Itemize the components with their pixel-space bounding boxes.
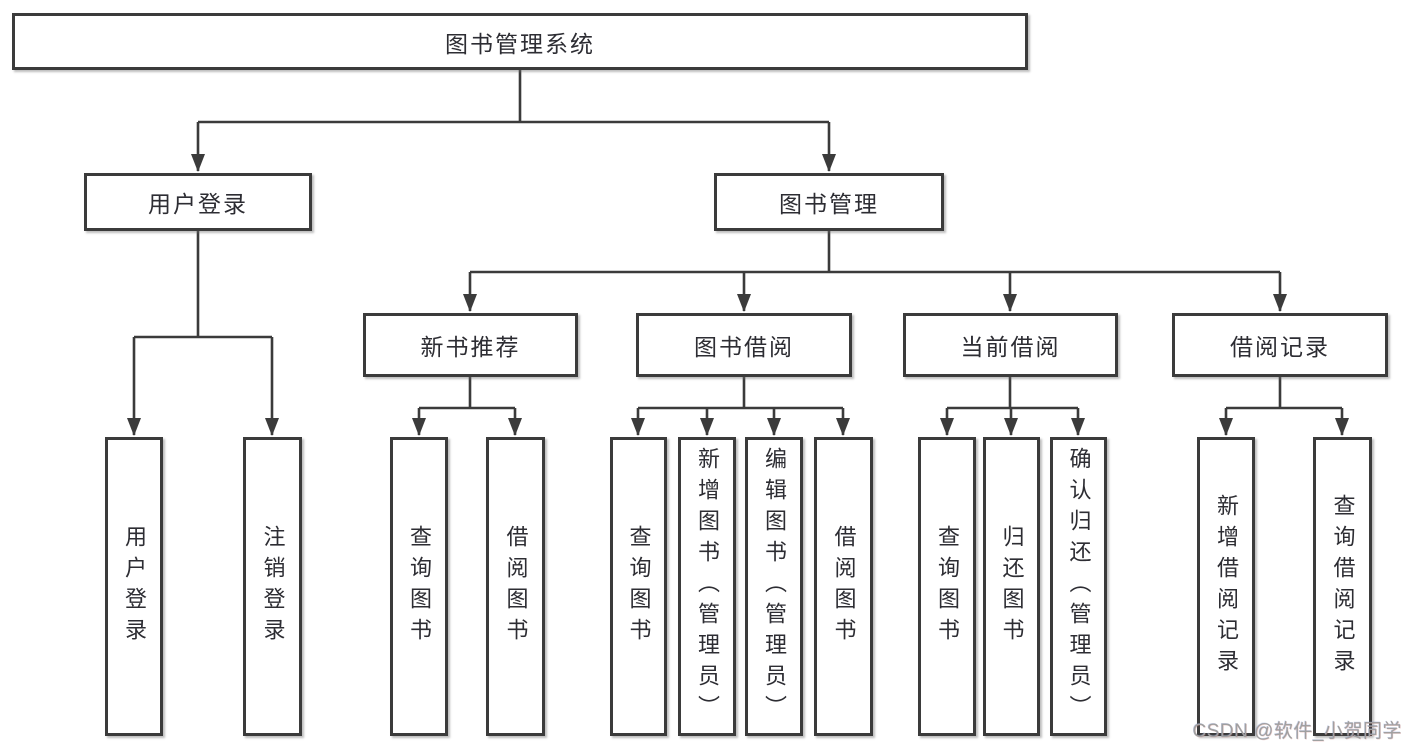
leaf-user-login-label: 用户登录: [122, 524, 147, 649]
leaf-recommend-borrow-books: 借阅图书: [486, 437, 545, 736]
leaf-edit-books-admin: 编辑图书（管理员）: [745, 437, 803, 736]
leaf-borrow-query-books-label: 查询图书: [626, 524, 652, 649]
leaf-current-query-books-label: 查询图书: [935, 524, 960, 649]
node-current-borrow: 当前借阅: [903, 313, 1118, 377]
node-book-management: 图书管理: [714, 173, 944, 231]
leaf-add-books-admin-label: 新增图书（管理员）: [695, 447, 720, 726]
leaf-query-borrow-record: 查询借阅记录: [1313, 437, 1372, 736]
leaf-query-borrow-record-label: 查询借阅记录: [1330, 493, 1356, 680]
csdn-watermark: CSDN @软件_小贺同学: [1192, 721, 1402, 742]
leaf-edit-books-admin-label: 编辑图书（管理员）: [762, 447, 787, 726]
node-new-book-recommend: 新书推荐: [363, 313, 578, 377]
leaf-add-books-admin: 新增图书（管理员）: [678, 437, 736, 736]
leaf-return-books: 归还图书: [983, 437, 1040, 736]
leaf-borrow-query-books: 查询图书: [610, 437, 667, 736]
leaf-recommend-borrow-books-label: 借阅图书: [503, 524, 529, 649]
leaf-borrow-borrow-books-label: 借阅图书: [831, 524, 857, 649]
node-book-borrow: 图书借阅: [636, 313, 852, 377]
leaf-recommend-query-books: 查询图书: [390, 437, 448, 736]
leaf-logout-label: 注销登录: [260, 524, 286, 649]
leaf-confirm-return-admin: 确认归还（管理员）: [1050, 437, 1107, 736]
leaf-current-query-books: 查询图书: [918, 437, 976, 736]
leaf-user-login: 用户登录: [105, 437, 163, 736]
leaf-logout: 注销登录: [243, 437, 302, 736]
node-user-login: 用户登录: [84, 173, 312, 231]
leaf-confirm-return-admin-label: 确认归还（管理员）: [1066, 447, 1092, 726]
leaf-add-borrow-record-label: 新增借阅记录: [1214, 493, 1239, 680]
leaf-borrow-borrow-books: 借阅图书: [814, 437, 873, 736]
leaf-return-books-label: 归还图书: [999, 524, 1025, 649]
node-borrow-records: 借阅记录: [1172, 313, 1388, 377]
node-root: 图书管理系统: [12, 13, 1028, 70]
leaf-recommend-query-books-label: 查询图书: [407, 524, 432, 649]
leaf-add-borrow-record: 新增借阅记录: [1197, 437, 1255, 736]
